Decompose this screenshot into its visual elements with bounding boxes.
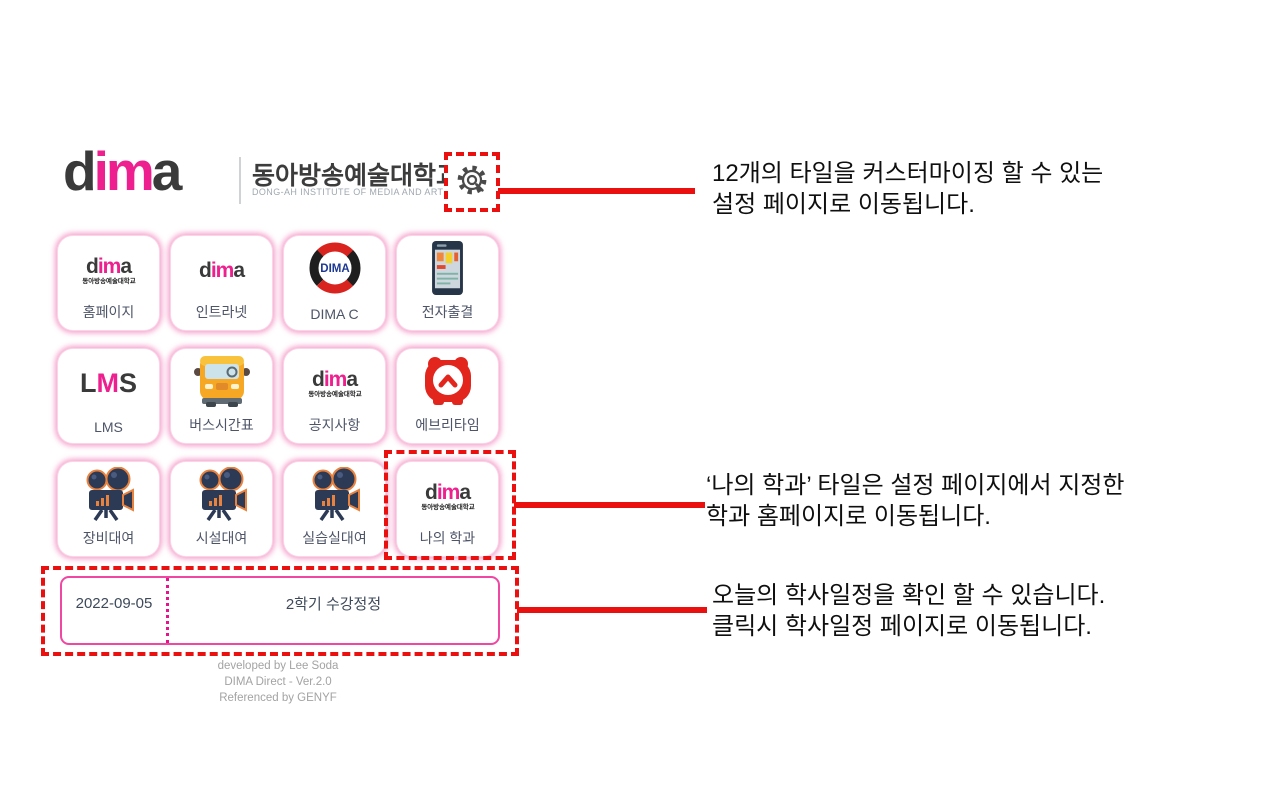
settings-button[interactable] [444,152,500,212]
dima-logo-icon: dima [198,258,245,282]
annotation-schedule-line1: 오늘의 학사일정을 확인 할 수 있습니다. [712,582,1106,609]
tile-homepage[interactable]: dima 동아방송예술대학교 홈페이지 [58,236,159,330]
tile-dima-c[interactable]: DIMA DIMA C [284,236,385,330]
school-name-english: DONG-AH INSTITUTE OF MEDIA AND ARTS [252,187,450,197]
gear-icon [454,162,490,203]
tile-label: LMS [94,419,123,435]
tile-label: 공지사항 [308,417,361,433]
tile-label: 나의 학과 [419,530,476,546]
schedule-event: 2학기 수강정정 [285,596,382,613]
schedule-date: 2022-09-05 [62,578,169,643]
tile-label: 실습실대여 [302,530,367,546]
annotation-settings-line2: 설정 페이지로 이동됩니다. [712,191,975,218]
everytime-alarm-icon [422,355,474,412]
tile-label: 시설대여 [195,530,248,546]
annotation-schedule: 오늘의 학사일정을 확인 할 수 있습니다. 클릭시 학사일정 페이지로 이동됩… [712,580,1105,642]
tile-label: 인트라넷 [195,304,248,320]
tile-notice[interactable]: dima 동아방송예술대학교 공지사항 [284,349,385,443]
dima-c-ring-icon: DIMA [308,241,362,300]
tile-label: DIMA C [310,306,359,322]
tile-lms[interactable]: LMS LMS [58,349,159,443]
academic-schedule-bar[interactable]: 2022-09-05 2학기 수강정정 [60,576,500,645]
tile-label: 장비대여 [82,530,135,546]
footer-line-3: Referenced by GENYF [219,692,337,704]
tile-label: 에브리타임 [415,417,480,433]
footer-credits: developed by Lee Soda DIMA Direct - Ver.… [78,658,478,706]
svg-text:DIMA: DIMA [320,263,349,275]
lms-wordmark-icon: LMS [79,367,137,398]
movie-camera-icon [193,466,251,526]
dima-logo-caption-icon: dima 동아방송예술대학교 [307,367,362,398]
connector-line-schedule [517,607,707,613]
dima-logo-caption-icon: dima 동아방송예술대학교 [420,480,475,511]
tile-practice-room-rental[interactable]: 실습실대여 [284,462,385,556]
smartphone-icon [430,240,465,300]
dima-logo: dima [63,140,182,202]
annotation-schedule-line2: 클릭시 학사일정 페이지로 이동됩니다. [712,613,1092,640]
logo-divider [239,157,241,204]
annotation-my-department-line2: 학과 홈페이지로 이동됩니다. [706,503,991,530]
tile-equipment-rental[interactable]: 장비대여 [58,462,159,556]
tile-attendance[interactable]: 전자출결 [397,236,498,330]
tile-bus-schedule[interactable]: 버스시간표 [171,349,272,443]
movie-camera-icon [306,466,364,526]
school-bus-icon [193,354,251,413]
annotation-settings-line1: 12개의 타일을 커스터마이징 할 수 있는 [712,160,1104,187]
tile-everytime[interactable]: 에브리타임 [397,349,498,443]
annotation-my-department: ‘나의 학과’ 타일은 설정 페이지에서 지정한 학과 홈페이지로 이동됩니다. [706,470,1124,532]
tile-my-department[interactable]: dima 동아방송예술대학교 나의 학과 [397,462,498,556]
tile-label: 홈페이지 [82,304,135,320]
footer-line-1: developed by Lee Soda [217,660,339,672]
tile-intranet[interactable]: dima 인트라넷 [171,236,272,330]
school-name-korean: 동아방송예술대학교 [252,162,460,190]
tile-facility-rental[interactable]: 시설대여 [171,462,272,556]
annotation-my-department-line1: ‘나의 학과’ 타일은 설정 페이지에서 지정한 [706,472,1125,499]
tile-label: 버스시간표 [189,417,254,433]
dima-logo-caption-icon: dima 동아방송예술대학교 [81,254,136,285]
connector-line-settings [498,188,695,194]
tile-label: 전자출결 [421,304,474,320]
footer-line-2: DIMA Direct - Ver.2.0 [224,676,332,688]
annotation-settings: 12개의 타일을 커스터마이징 할 수 있는 설정 페이지로 이동됩니다. [712,158,1103,220]
movie-camera-icon [80,466,138,526]
connector-line-my-department [514,502,705,508]
